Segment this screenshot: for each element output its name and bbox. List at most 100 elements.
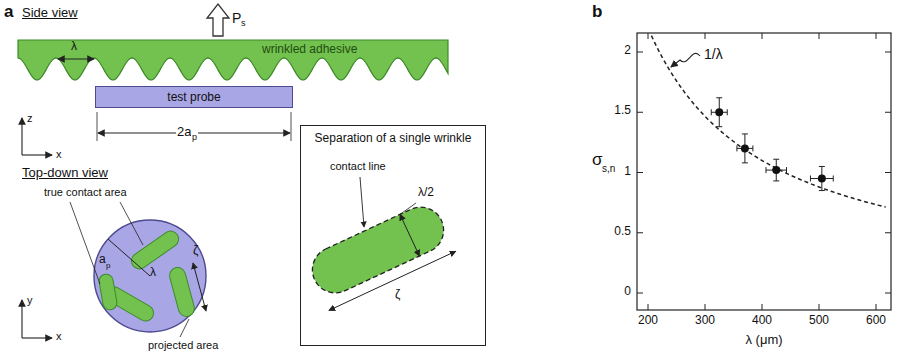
contact-patches [98, 228, 196, 324]
data-point [772, 166, 780, 174]
fit-curve [651, 36, 885, 207]
length-dimension [329, 251, 456, 310]
part-name: true contact area [44, 186, 127, 199]
tick [637, 293, 643, 294]
error-cap [727, 109, 728, 115]
tick [819, 33, 820, 39]
wavelength-symbol: λ [71, 40, 77, 54]
axis-title: σ [592, 150, 603, 170]
squiggle-arrow [671, 53, 700, 67]
tick [637, 112, 643, 113]
tick [885, 293, 891, 294]
box-text: Separation of a single wrinkle [315, 131, 472, 145]
data-point [715, 108, 723, 116]
subscript: p [191, 132, 198, 142]
leader-line [360, 177, 364, 227]
tick-label: 2 [624, 44, 631, 58]
tick [885, 172, 891, 173]
tick-label: 0 [624, 285, 631, 299]
error-cap [786, 167, 787, 173]
tick-label: 1 [624, 165, 631, 179]
tick-label: 600 [866, 314, 886, 328]
tick [819, 304, 820, 310]
wrinkle-contact [305, 200, 451, 301]
axis-arrow [22, 337, 52, 338]
part-name: wrinkled adhesive [262, 43, 357, 57]
width-dimension [400, 214, 419, 256]
subscript: s,n [602, 163, 615, 175]
tick-label: 200 [638, 314, 658, 328]
error-cap [711, 109, 712, 115]
part-name: projected area [148, 339, 218, 352]
panel-letter: a [4, 2, 13, 22]
box-text: test probe [167, 90, 220, 104]
dimension-label: a [99, 253, 106, 267]
panel-letter: b [592, 2, 602, 22]
data-point [741, 144, 749, 152]
error-cap [716, 126, 722, 127]
curve-label: 1/λ [704, 46, 723, 62]
error-cap [833, 176, 834, 182]
leader-line [400, 203, 416, 214]
error-cap [736, 145, 737, 151]
force-symbol: P [232, 10, 241, 26]
contact-patch [168, 266, 196, 318]
tick [648, 33, 649, 39]
tick [876, 304, 877, 310]
error-cap [742, 133, 748, 134]
error-cap [819, 166, 825, 167]
tick [637, 232, 643, 233]
tick [705, 33, 706, 39]
plot-frame [637, 33, 891, 310]
leader-line [120, 202, 143, 245]
error-cap [752, 145, 753, 151]
tick-label: 400 [752, 314, 772, 328]
error-cap [773, 159, 779, 160]
subscript: p [106, 261, 110, 270]
axis-arrow [22, 154, 52, 155]
tick-label: 300 [695, 314, 715, 328]
subscript: s [241, 18, 246, 28]
error-cap [819, 190, 825, 191]
error-cap [765, 167, 766, 173]
error-cap [742, 162, 748, 163]
tick [648, 304, 649, 310]
tick [885, 232, 891, 233]
view-heading: Side view [22, 6, 78, 21]
length-dimension [193, 263, 206, 311]
test-probe: test probe [95, 86, 293, 108]
dimension-label: λ/2 [418, 186, 434, 200]
data-points [711, 98, 833, 191]
axis-title: λ (μm) [745, 333, 782, 348]
tick [762, 304, 763, 310]
error-cap [810, 176, 811, 182]
axis-arrow [21, 300, 22, 338]
part-name: contact line [330, 160, 386, 173]
inset-panel: Separation of a single wrinkle [300, 125, 486, 346]
wavelength-dimension [58, 58, 94, 59]
axis-name: y [27, 294, 33, 307]
tick [876, 33, 877, 39]
wrinkled-adhesive [18, 40, 448, 80]
tick [762, 33, 763, 39]
tick [885, 52, 891, 53]
projected-area-circle [94, 220, 206, 332]
tick [885, 112, 891, 113]
extension-line [97, 112, 98, 141]
view-heading: Top-down view [22, 166, 108, 181]
radius-line [108, 239, 150, 276]
axis-name: x [56, 330, 62, 343]
tick [637, 172, 643, 173]
axis-name: x [56, 148, 62, 161]
tick [705, 304, 706, 310]
tick-label: 0.5 [614, 225, 631, 239]
dimension-label: ζ [193, 244, 198, 258]
tick-label: 500 [809, 314, 829, 328]
force-arrow [207, 4, 229, 36]
leader-line [70, 202, 100, 284]
data-point [818, 175, 826, 183]
axis-ticks [637, 33, 891, 310]
